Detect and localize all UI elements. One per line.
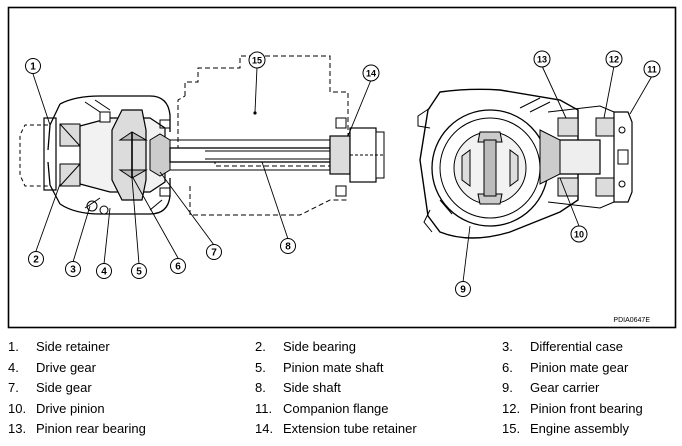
callout-7: 7	[206, 244, 222, 260]
legend-label: Drive gear	[36, 359, 96, 375]
legend-label: Side gear	[36, 380, 92, 395]
callout-label: 8	[285, 242, 291, 253]
callout-3: 3	[65, 261, 81, 277]
legend-item: 13. Pinion rear bearing	[8, 421, 146, 437]
legend-item: 8. Side shaft	[255, 380, 341, 396]
legend-number: 6.	[502, 359, 513, 375]
legend-number: 15.	[502, 421, 521, 436]
legend-item: 4. Drive gear	[8, 360, 96, 376]
callout-12: 12	[605, 50, 623, 68]
legend-number: 9.	[502, 380, 513, 395]
legend-item: 2. Side bearing	[255, 339, 356, 355]
companion-flange	[613, 111, 633, 203]
pinion-mate-gear-bottom	[118, 169, 148, 179]
legend-number: 8.	[255, 380, 266, 395]
callout-10: 10	[570, 225, 588, 243]
legend-label: Side bearing	[283, 339, 356, 354]
side-shaft	[169, 147, 347, 163]
callout-6: 6	[170, 258, 186, 274]
legend-label: Gear carrier	[530, 380, 600, 395]
legend-item: 5. Pinion mate shaft	[255, 360, 383, 376]
legend-item: 9. Gear carrier	[502, 380, 599, 396]
legend-label: Extension tube retainer	[283, 421, 417, 436]
legend-item: 1. Side retainer	[8, 339, 110, 355]
callout-label: 9	[460, 285, 466, 296]
callout-2: 2	[28, 251, 44, 267]
legend-label: Differential case	[530, 339, 623, 354]
callout-label: 2	[33, 255, 39, 266]
gear-carrier-outline	[419, 88, 579, 239]
callout-label: 4	[101, 267, 107, 278]
legend-label: Pinion mate shaft	[283, 359, 384, 375]
callout-5: 5	[131, 263, 147, 279]
callout-label: 12	[609, 55, 619, 65]
legend-item: 6. Pinion mate gear	[502, 360, 628, 376]
differential-diagram: 1 2 3 4 5 6 7 8 9 10 11 12 13 14 15 PDIA…	[7, 6, 677, 329]
callout-9: 9	[455, 281, 471, 297]
legend-label: Pinion rear bearing	[36, 421, 146, 436]
side-gear	[149, 133, 171, 177]
callout-14: 14	[362, 64, 380, 82]
engine-assembly-outline	[184, 55, 349, 167]
right-gear-carrier-view	[417, 88, 633, 239]
callout-13: 13	[533, 50, 551, 68]
callouts: 1 2 3 4 5 6 7 8 9 10 11 12 13 14 15	[25, 50, 661, 297]
callout-11: 11	[643, 60, 661, 78]
callout-label: 15	[252, 56, 262, 66]
engine-assembly-marker	[253, 111, 257, 115]
legend-number: 13.	[8, 421, 27, 436]
legend-label: Side shaft	[283, 380, 341, 395]
legend-label: Pinion mate gear	[530, 359, 629, 375]
legend-label: Side retainer	[36, 339, 110, 354]
callout-8: 8	[280, 238, 296, 254]
legend-number: 5.	[255, 359, 266, 375]
callout-label: 5	[136, 267, 142, 278]
callout-label: 3	[70, 265, 76, 276]
drive-gear	[111, 109, 147, 201]
legend-number: 14.	[255, 421, 274, 436]
legend-number: 3.	[502, 339, 513, 354]
callout-4: 4	[96, 263, 112, 279]
legend-number: 7.	[8, 380, 19, 395]
legend-item: 10. Drive pinion	[8, 401, 105, 417]
pinion-mate-gear-top	[118, 131, 148, 141]
callout-label: 7	[211, 248, 217, 259]
legend-item: 7. Side gear	[8, 380, 92, 396]
callout-label: 10	[574, 230, 584, 240]
legend-label: Engine assembly	[530, 421, 629, 436]
legend-number: 2.	[255, 339, 266, 354]
leader-lines	[32, 65, 653, 283]
callout-label: 14	[366, 69, 376, 79]
callout-label: 13	[537, 55, 547, 65]
legend-number: 1.	[8, 339, 19, 354]
legend-number: 4.	[8, 359, 19, 375]
extension-tube-retainer	[329, 135, 351, 175]
legend-label: Pinion front bearing	[530, 400, 643, 416]
legend-item: 15. Engine assembly	[502, 421, 629, 437]
pinion-front-bearing	[595, 117, 615, 137]
legend-number: 11.	[255, 400, 273, 416]
legend-label: Companion flange	[283, 400, 389, 416]
callout-label: 6	[175, 262, 181, 273]
legend-item: 14. Extension tube retainer	[255, 421, 417, 437]
figure-code: PDIA0647E	[613, 317, 650, 324]
legend-number: 12.	[502, 400, 521, 416]
legend-item: 3. Differential case	[502, 339, 623, 355]
figure-frame	[7, 6, 677, 329]
legend-item: 12. Pinion front bearing	[502, 401, 643, 417]
callout-1: 1	[25, 58, 41, 74]
pinion-rear-bearing	[557, 117, 579, 137]
callout-15: 15	[248, 51, 266, 69]
left-cross-section	[19, 55, 385, 216]
legend-label: Drive pinion	[36, 400, 105, 416]
callout-label: 11	[647, 65, 657, 75]
callout-label: 1	[30, 62, 36, 73]
parts-legend: 1. Side retainer 2. Side bearing 3. Different…	[0, 335, 682, 443]
legend-number: 10.	[8, 400, 27, 416]
legend-item: 11. Companion flange	[255, 401, 389, 417]
